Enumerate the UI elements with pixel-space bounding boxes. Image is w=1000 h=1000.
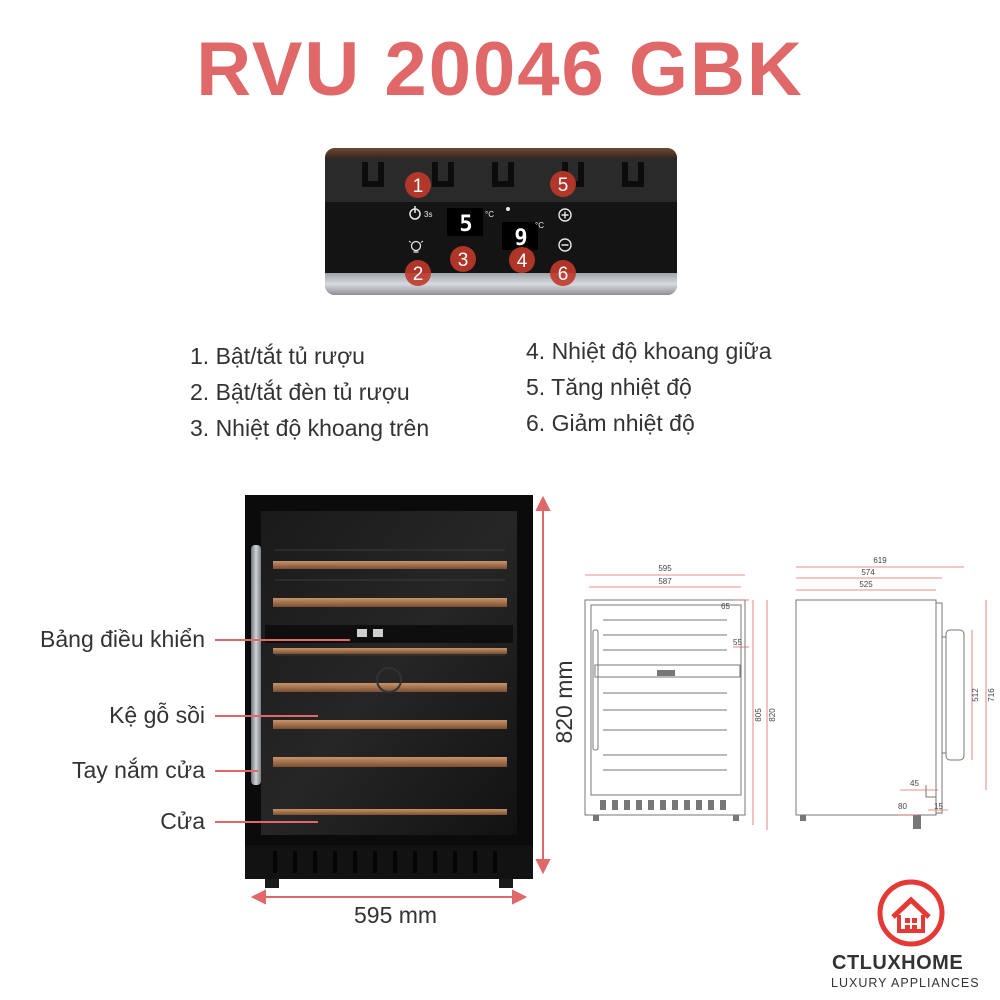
wood-shelf-edge	[325, 148, 677, 158]
fan-icon	[376, 667, 402, 693]
badge-6: 6	[550, 260, 576, 286]
power-icon[interactable]	[409, 206, 421, 220]
svg-text:2: 2	[413, 264, 424, 285]
legend-item-2: 2. Bật/tắt đèn tủ rượu	[190, 379, 410, 405]
callout-oak-shelf: Kệ gỗ sồi	[109, 702, 205, 728]
front-technical-drawing: 595 587 65 55 805 820	[584, 564, 777, 830]
front-dim-820: 820	[768, 708, 777, 722]
foot-left	[265, 879, 279, 888]
top-unit-label: °C	[485, 210, 494, 219]
minus-icon[interactable]	[558, 238, 572, 252]
logo-brand-text: CTLUXHOME	[832, 952, 964, 974]
svg-text:1: 1	[413, 176, 424, 197]
legend-item-1: 1. Bật/tắt tủ rượu	[190, 343, 365, 369]
middle-temperature-value: 9	[514, 226, 527, 251]
top-temperature-display	[447, 208, 483, 236]
side-width-574: 574	[861, 568, 875, 577]
badge-1: 1	[405, 172, 431, 198]
top-temperature-value: 5	[459, 212, 472, 237]
control-panel-photo: 3s 5 °C 9 °C 1	[325, 148, 677, 295]
logo-subtitle-text: LUXURY APPLIANCES	[831, 976, 980, 990]
door-handle[interactable]	[251, 545, 261, 785]
side-dim-15: 15	[934, 802, 943, 811]
badge-5: 5	[550, 171, 576, 197]
front-dim-55: 55	[733, 638, 742, 647]
side-dim-45: 45	[910, 779, 919, 788]
width-dimension-label: 595 mm	[354, 902, 438, 928]
svg-text:3: 3	[458, 250, 469, 271]
wine-cabinet-photo	[245, 495, 533, 888]
side-dim-716: 716	[987, 688, 996, 702]
legend-item-4: 4. Nhiệt độ khoang giữa	[526, 338, 772, 364]
power-hold-label: 3s	[424, 210, 432, 219]
glass-door[interactable]	[261, 511, 517, 835]
ctluxhome-logo-mark	[877, 879, 945, 947]
side-dim-80: 80	[898, 802, 907, 811]
oak-shelves	[273, 561, 507, 815]
legend-item-3: 3. Nhiệt độ khoang trên	[190, 415, 430, 441]
steel-trim	[325, 273, 677, 295]
side-technical-drawing: 619 574 525 512 716 45 80 15	[795, 556, 996, 829]
control-strip	[265, 625, 513, 643]
badge-3: 3	[450, 246, 476, 272]
front-width-587: 587	[658, 577, 672, 586]
badge-2: 2	[405, 260, 431, 286]
side-width-525: 525	[859, 580, 873, 589]
foot-right	[499, 879, 513, 888]
height-dimension-arrow	[535, 495, 551, 875]
legend-right: 4. Nhiệt độ khoang giữa 5. Tăng nhiệt độ…	[526, 333, 772, 441]
side-width-619: 619	[873, 556, 887, 565]
legend-left: 1. Bật/tắt tủ rượu 2. Bật/tắt đèn tủ rượ…	[190, 338, 429, 446]
front-dim-805: 805	[754, 708, 763, 722]
front-width-595: 595	[658, 564, 672, 573]
callout-door: Cửa	[160, 808, 205, 834]
product-title: RVU 20046 GBK	[196, 27, 804, 112]
plus-icon[interactable]	[558, 208, 572, 222]
indicator-dot	[506, 207, 510, 211]
svg-text:4: 4	[517, 251, 528, 272]
legend-item-5: 5. Tăng nhiệt độ	[526, 374, 692, 400]
badge-4: 4	[509, 247, 535, 273]
front-dim-65: 65	[721, 602, 730, 611]
light-bulb-icon[interactable]	[408, 240, 424, 253]
callout-control-panel: Bảng điều khiển	[40, 626, 205, 652]
svg-text:5: 5	[558, 175, 569, 196]
kick-plate	[245, 845, 533, 879]
middle-temperature-display	[502, 222, 538, 250]
side-dim-512: 512	[971, 688, 980, 702]
svg-text:6: 6	[558, 264, 569, 285]
middle-unit-label: °C	[535, 221, 544, 230]
legend-item-6: 6. Giảm nhiệt độ	[526, 410, 695, 436]
callout-door-handle: Tay nắm cửa	[71, 757, 205, 783]
